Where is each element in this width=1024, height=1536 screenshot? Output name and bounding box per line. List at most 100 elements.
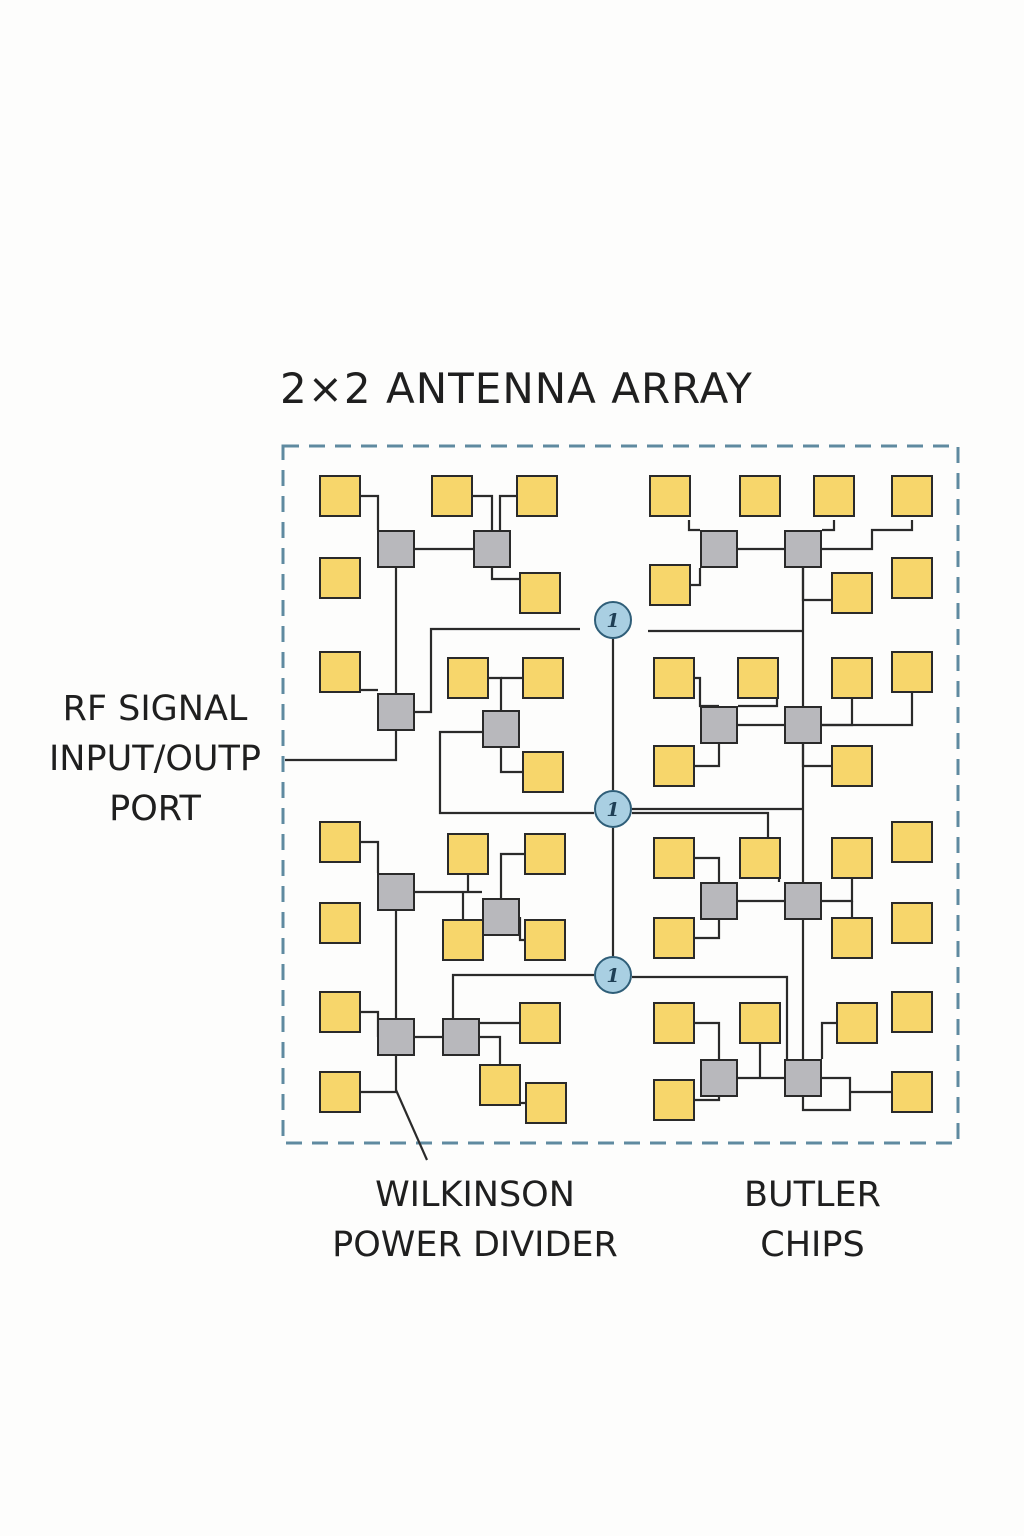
rf-port-label-line: RF SIGNAL — [62, 689, 248, 729]
feed-line — [480, 1035, 502, 1066]
butler-chip — [700, 882, 738, 920]
antenna-patch — [831, 837, 873, 879]
feed-line — [801, 568, 833, 602]
node-label: 1 — [606, 965, 619, 987]
feed-line — [471, 494, 494, 530]
feed-line — [822, 697, 854, 727]
feed-line — [632, 975, 789, 1059]
feed-line — [359, 1010, 380, 1037]
feed-line — [499, 852, 526, 898]
feed-line — [693, 920, 721, 940]
wilkinson-label: WILKINSON POWER DIVIDER — [310, 1170, 640, 1270]
butler-chip — [482, 898, 520, 936]
butler-label: BUTLER CHIPS — [700, 1170, 925, 1270]
butler-chip — [473, 530, 511, 568]
feed-line — [693, 856, 721, 882]
butler-chip — [442, 1018, 480, 1056]
antenna-patch — [319, 1071, 361, 1113]
feed-line — [499, 748, 524, 774]
feed-line — [490, 568, 520, 581]
feed-line — [415, 627, 580, 714]
butler-chips — [377, 530, 822, 1097]
feed-line — [822, 520, 914, 551]
antenna-patch — [891, 1071, 933, 1113]
label-leader-lines — [394, 1089, 429, 1161]
feed-line — [801, 1076, 852, 1112]
antenna-patch — [522, 657, 564, 699]
antenna-patch — [653, 1079, 695, 1121]
antenna-patch — [447, 833, 489, 875]
butler-chip — [784, 706, 822, 744]
feed-line — [498, 494, 518, 530]
antenna-patch — [653, 745, 695, 787]
antenna-patch — [891, 991, 933, 1033]
node-circle — [594, 956, 632, 994]
antenna-patch — [653, 1002, 695, 1044]
antenna-patch — [891, 475, 933, 517]
antenna-patch — [836, 1002, 878, 1044]
feed-line — [451, 973, 594, 1018]
butler-chip — [784, 530, 822, 568]
node-label: 1 — [606, 610, 619, 632]
antenna-patch — [831, 745, 873, 787]
butler-chip — [377, 530, 415, 568]
wilkinson-node: 1 — [594, 956, 632, 994]
butler-chip — [700, 530, 738, 568]
feed-line — [687, 520, 700, 532]
butler-label-line: BUTLER — [744, 1175, 881, 1215]
butler-chip — [377, 873, 415, 911]
antenna-patch — [891, 821, 933, 863]
antenna-patch — [653, 917, 695, 959]
feed-line — [632, 811, 770, 840]
feed-line — [693, 1021, 721, 1059]
node-circle — [594, 601, 632, 639]
butler-chip — [784, 882, 822, 920]
feed-line — [359, 494, 380, 530]
feed-line — [357, 672, 378, 692]
diagram-title: 2×2 ANTENNA ARRAY — [280, 364, 753, 413]
antenna-patch — [737, 657, 779, 699]
antenna-patch — [831, 917, 873, 959]
antenna-patch — [524, 833, 566, 875]
butler-chip — [700, 706, 738, 744]
feed-line — [689, 568, 702, 587]
feed-line — [394, 1089, 429, 1161]
antenna-patch — [653, 657, 695, 699]
antenna-patch — [447, 657, 489, 699]
wilkinson-label-line: POWER DIVIDER — [332, 1225, 618, 1265]
butler-label-line: CHIPS — [760, 1225, 865, 1265]
antenna-patch — [442, 919, 484, 961]
wilkinson-label-line: WILKINSON — [375, 1175, 575, 1215]
antenna-patch — [831, 657, 873, 699]
butler-chip — [377, 693, 415, 731]
antenna-patch — [649, 564, 691, 606]
feed-line — [285, 731, 398, 762]
wilkinson-node: 1 — [594, 790, 632, 828]
node-circle — [594, 790, 632, 828]
array-boundary — [281, 444, 960, 1145]
antenna-patch — [525, 1082, 567, 1124]
antenna-patch — [519, 1002, 561, 1044]
butler-chip — [377, 1018, 415, 1056]
antenna-patch — [519, 572, 561, 614]
antenna-patch — [739, 475, 781, 517]
feed-line — [822, 520, 836, 532]
antenna-patch — [891, 902, 933, 944]
feed-line — [487, 676, 503, 710]
antenna-patch — [891, 557, 933, 599]
antenna-patch — [319, 991, 361, 1033]
node-label: 1 — [606, 799, 619, 821]
feed-line — [359, 1056, 398, 1094]
antenna-patch — [831, 572, 873, 614]
antenna-patch — [891, 651, 933, 693]
antenna-patch — [813, 475, 855, 517]
feed-line — [693, 1097, 721, 1102]
antenna-patch — [739, 1002, 781, 1044]
rf-port-label-line: INPUT/OUTP — [48, 739, 262, 779]
butler-chip — [482, 710, 520, 748]
rf-port-label-line: PORT — [109, 789, 201, 829]
antenna-patch — [522, 751, 564, 793]
antenna-patch — [739, 837, 781, 879]
feed-line — [438, 730, 594, 815]
